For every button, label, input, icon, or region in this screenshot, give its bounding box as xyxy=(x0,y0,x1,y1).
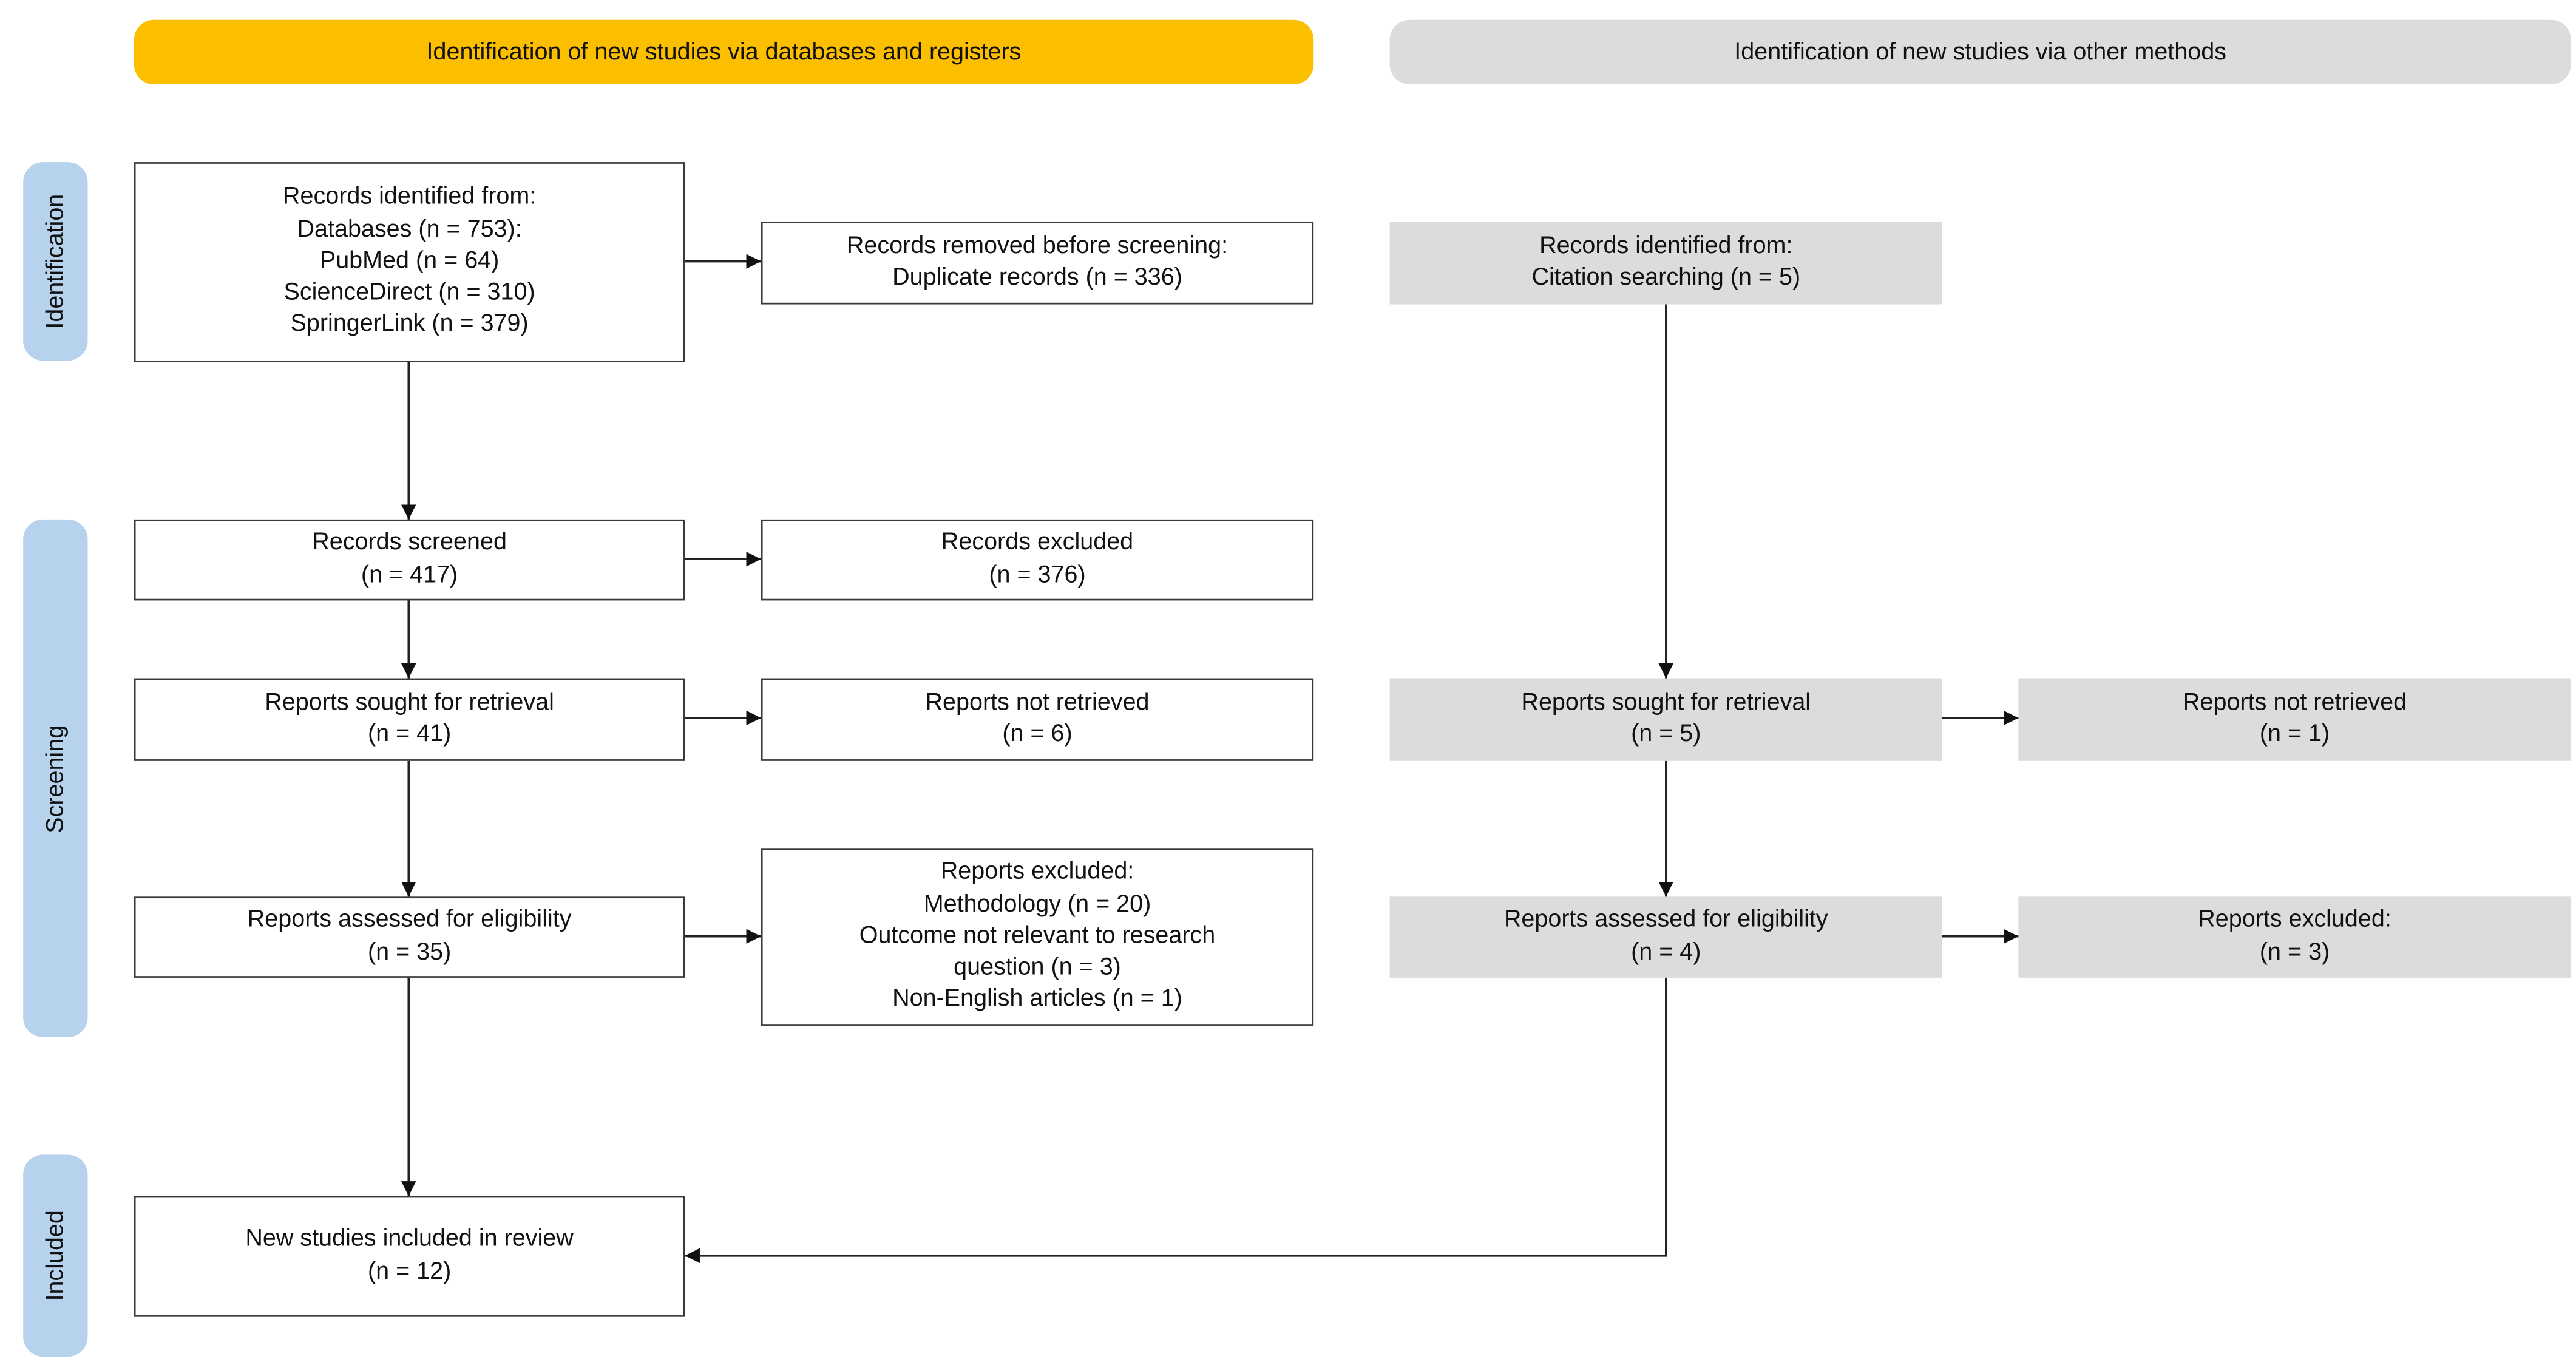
box-line: SpringerLink (n = 379) xyxy=(290,311,529,338)
box-line: PubMed (n = 64) xyxy=(319,248,500,275)
reports-sought-box: Reports sought for retrieval (n = 41) xyxy=(134,678,685,761)
box-line: question (n = 3) xyxy=(954,954,1121,981)
other-reports-excluded-box: Reports excluded: (n = 3) xyxy=(2018,896,2571,978)
box-line: Reports sought for retrieval xyxy=(265,689,554,716)
box-line: Methodology (n = 20) xyxy=(923,891,1151,918)
box-line: (n = 41) xyxy=(367,721,452,748)
box-line: Reports excluded: xyxy=(940,859,1134,886)
box-line: Records screened xyxy=(312,530,507,557)
box-line: (n = 1) xyxy=(2259,721,2330,748)
other-methods-header: Identification of new studies via other … xyxy=(1389,19,2571,85)
box-line: Reports not retrieved xyxy=(925,689,1150,716)
box-line: Reports excluded: xyxy=(2198,907,2391,934)
phase-identification: Identification xyxy=(23,162,88,361)
other-records-identified-box: Records identified from: Citation search… xyxy=(1389,222,1942,305)
records-excluded-box: Records excluded (n = 376) xyxy=(761,519,1314,601)
box-line: Reports assessed for eligibility xyxy=(247,907,572,934)
phase-included-label: Included xyxy=(42,1210,69,1301)
databases-header-label: Identification of new studies via databa… xyxy=(426,39,1022,66)
box-line: Databases (n = 753): xyxy=(297,216,522,243)
box-line: (n = 5) xyxy=(1631,721,1701,748)
box-line: ScienceDirect (n = 310) xyxy=(283,279,535,307)
reports-excluded-box: Reports excluded: Methodology (n = 20) O… xyxy=(761,848,1314,1026)
box-line: (n = 4) xyxy=(1631,938,1701,966)
box-line: (n = 3) xyxy=(2259,938,2330,966)
box-line: (n = 35) xyxy=(367,938,452,966)
box-line: Reports assessed for eligibility xyxy=(1503,907,1828,934)
box-line: Outcome not relevant to research xyxy=(859,923,1216,950)
box-line: Duplicate records (n = 336) xyxy=(892,265,1182,291)
box-line: Reports sought for retrieval xyxy=(1521,689,1811,716)
box-line: Records removed before screening: xyxy=(846,232,1229,260)
records-removed-box: Records removed before screening: Duplic… xyxy=(761,222,1314,305)
box-line: Records identified from: xyxy=(282,184,537,211)
reports-not-retrieved-box: Reports not retrieved (n = 6) xyxy=(761,678,1314,761)
studies-included-box: New studies included in review (n = 12) xyxy=(134,1196,685,1317)
box-line: (n = 417) xyxy=(361,561,458,588)
phase-included: Included xyxy=(23,1154,88,1357)
box-line: New studies included in review xyxy=(245,1226,574,1253)
box-line: Records excluded xyxy=(941,530,1134,557)
other-methods-header-label: Identification of new studies via other … xyxy=(1734,39,2226,66)
phase-screening: Screening xyxy=(23,519,88,1038)
box-line: (n = 376) xyxy=(989,561,1086,588)
records-screened-box: Records screened (n = 417) xyxy=(134,519,685,601)
phase-screening-label: Screening xyxy=(42,724,69,833)
other-reports-not-retrieved-box: Reports not retrieved (n = 1) xyxy=(2018,678,2571,761)
box-line: (n = 6) xyxy=(1002,721,1073,748)
box-line: Non-English articles (n = 1) xyxy=(892,986,1182,1013)
phase-identification-label: Identification xyxy=(42,194,69,329)
databases-header: Identification of new studies via databa… xyxy=(134,19,1314,85)
box-line: Citation searching (n = 5) xyxy=(1531,265,1801,291)
other-reports-sought-box: Reports sought for retrieval (n = 5) xyxy=(1389,678,1942,761)
records-identified-box: Records identified from: Databases (n = … xyxy=(134,162,685,362)
box-line: (n = 12) xyxy=(367,1258,452,1285)
other-reports-assessed-box: Reports assessed for eligibility (n = 4) xyxy=(1389,896,1942,978)
box-line: Records identified from: xyxy=(1539,232,1793,260)
box-line: Reports not retrieved xyxy=(2183,689,2407,716)
reports-assessed-box: Reports assessed for eligibility (n = 35… xyxy=(134,896,685,978)
